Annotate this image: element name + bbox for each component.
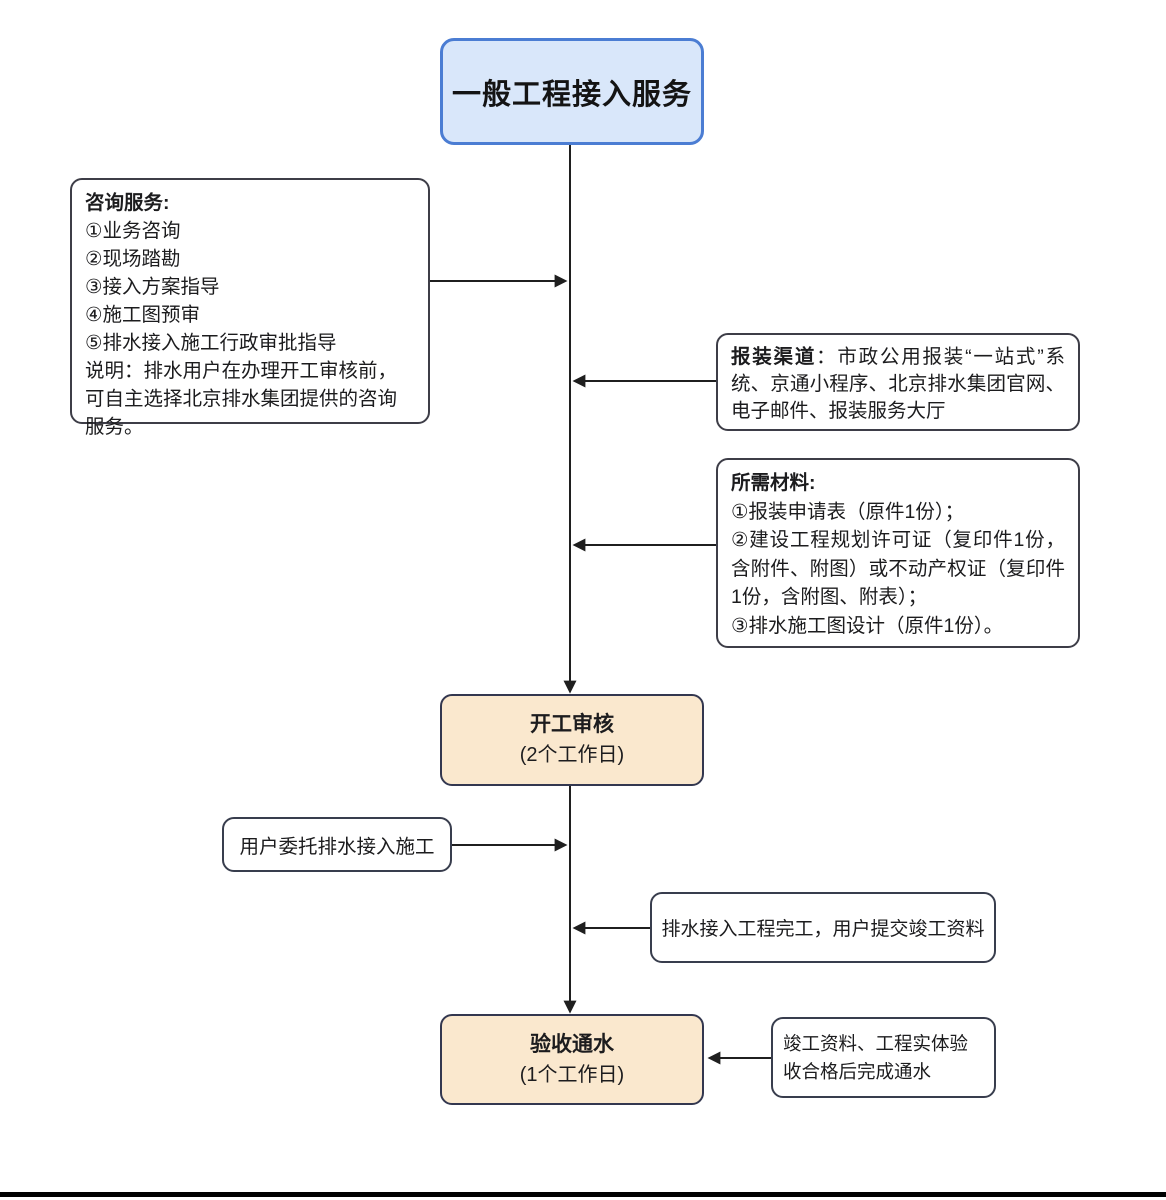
start-review-node: 开工审核 (2个工作日) <box>440 694 704 786</box>
materials-heading: 所需材料: <box>731 472 816 494</box>
title-node: 一般工程接入服务 <box>440 38 704 145</box>
acceptance-duration: (1个工作日) <box>519 1063 625 1086</box>
consult-line: ③接入方案指导 <box>85 276 220 298</box>
start-review-duration: (2个工作日) <box>519 744 625 766</box>
consult-line: ①业务咨询 <box>85 220 181 242</box>
consult-services-note: 咨询服务: ①业务咨询 ②现场踏勘 ③接入方案指导 ④施工图预审 ⑤排水接入施工… <box>70 178 430 438</box>
consult-note: 说明：排水用户在办理开工审核前，可自主选择北京排水集团提供的咨询服务。 <box>85 360 398 438</box>
materials-line: ③排水施工图设计（原件1份）。 <box>731 614 1004 637</box>
materials-line: ②建设工程规划许可证（复印件1份，含附件、附图）或不动产权证（复印件1份，含附图… <box>731 529 1065 608</box>
entrust-label: 用户委托排水接入施工 <box>239 836 435 858</box>
acceptance-node: 验收通水 (1个工作日) <box>440 1014 704 1105</box>
channels-text: ：市政公用报装“一站式”系统、京通小程序、北京排水集团官网、电子邮件、报装服务大… <box>731 346 1065 422</box>
required-materials-note: 所需材料: ①报装申请表（原件1份）； ②建设工程规划许可证（复印件1份，含附件… <box>716 458 1080 648</box>
construction-complete-note: 排水接入工程完工，用户提交竣工资料 <box>650 892 996 963</box>
final-note-label: 竣工资料、工程实体验收合格后完成通水 <box>783 1033 969 1082</box>
application-channels-note: 报装渠道：市政公用报装“一站式”系统、京通小程序、北京排水集团官网、电子邮件、报… <box>716 333 1080 431</box>
acceptance-name: 验收通水 <box>530 1032 614 1056</box>
channels-heading: 报装渠道 <box>731 346 817 368</box>
consult-heading: 咨询服务: <box>85 192 170 214</box>
start-review-name: 开工审核 <box>530 713 614 736</box>
consult-line: ④施工图预审 <box>85 304 200 326</box>
consult-line: ②现场踏勘 <box>85 248 181 270</box>
materials-line: ①报装申请表（原件1份）； <box>731 500 965 523</box>
completion-label: 排水接入工程完工，用户提交竣工资料 <box>661 919 985 940</box>
page-title: 一般工程接入服务 <box>451 78 692 111</box>
entrust-construction-note: 用户委托排水接入施工 <box>222 817 452 872</box>
bottom-edge-bar <box>0 1192 1166 1197</box>
consult-line: ⑤排水接入施工行政审批指导 <box>85 332 337 354</box>
final-acceptance-note: 竣工资料、工程实体验收合格后完成通水 <box>771 1017 996 1098</box>
